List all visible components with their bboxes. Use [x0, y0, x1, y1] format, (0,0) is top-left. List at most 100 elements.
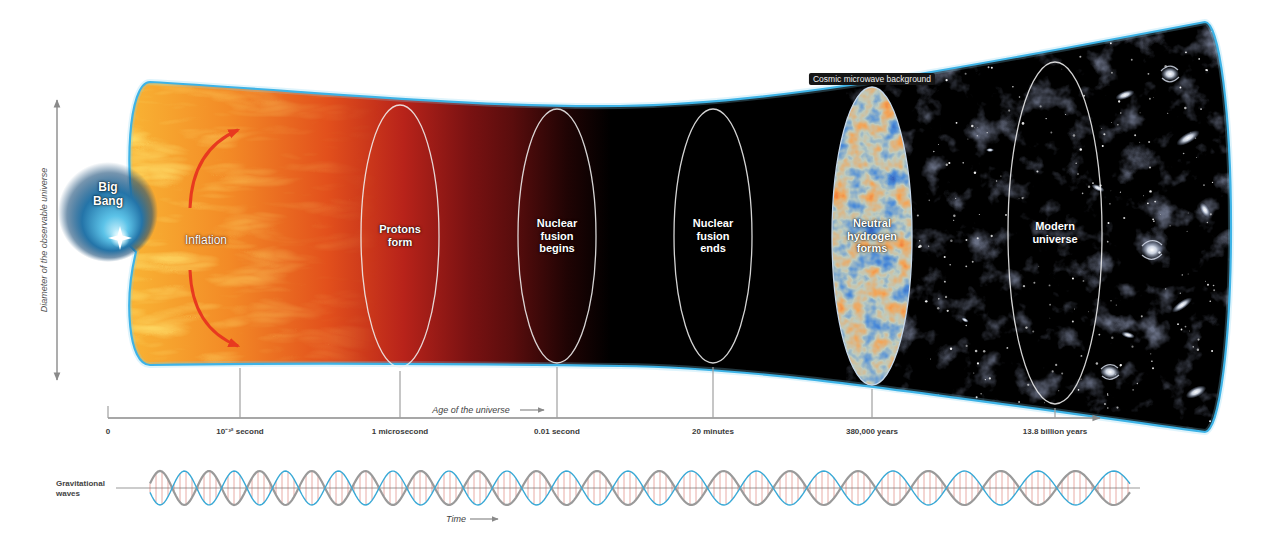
star-dot	[971, 125, 973, 127]
tick-line	[399, 371, 400, 418]
star-dot	[1018, 198, 1020, 200]
star-dot	[1065, 114, 1066, 115]
star-dot	[946, 163, 948, 165]
wave-hatch	[564, 472, 565, 505]
wave-hatch	[156, 473, 157, 502]
star-dot	[918, 246, 920, 248]
node-shape	[58, 162, 158, 262]
wave-hatch	[234, 471, 235, 505]
wave-hatch	[990, 478, 991, 498]
wave-hatch	[606, 478, 607, 499]
galaxy	[961, 316, 970, 323]
star-dot	[1185, 51, 1187, 53]
star-dot	[1083, 280, 1085, 282]
star-dot	[1076, 34, 1078, 36]
wave-hatch	[372, 476, 373, 501]
wave-hatch	[618, 479, 619, 497]
node-text-block: Nuclear fusion ends	[685, 217, 741, 255]
cmb-map	[832, 87, 912, 385]
wave-hatch	[456, 476, 457, 501]
wave-hatch	[510, 472, 511, 504]
event-label: Big Bang	[91, 181, 125, 209]
wave-hatch	[150, 484, 151, 493]
star-dot	[945, 79, 947, 81]
wave-hatch	[828, 472, 829, 503]
star-dot	[965, 239, 967, 241]
wave-label: Gravitational waves	[56, 479, 116, 498]
star-dot	[1000, 175, 1001, 176]
wave-hatch	[954, 478, 955, 499]
star-dot	[955, 28, 958, 31]
wave-hatch	[1080, 472, 1081, 504]
epoch-outline	[518, 109, 596, 363]
star-dot	[947, 310, 949, 312]
star-dot	[1083, 28, 1084, 29]
star-dot	[1093, 429, 1095, 431]
wave-hatch	[798, 476, 799, 501]
star-dot	[1027, 384, 1029, 386]
wave-hatch	[528, 477, 529, 498]
gravitational-waves	[150, 471, 1130, 505]
wave-hatch	[594, 472, 595, 504]
star-dot	[1193, 346, 1194, 347]
node-text-block: Neutral hydrogen forms	[843, 217, 901, 255]
star-dot	[1116, 304, 1117, 305]
node-shape	[673, 108, 753, 364]
wave-hatch	[1110, 472, 1111, 504]
star-dot	[1111, 72, 1113, 74]
wave-hatch	[588, 478, 589, 498]
star-dot	[991, 235, 993, 237]
tick-label: 20 minutes	[692, 427, 734, 437]
star-dot	[1030, 40, 1032, 42]
wave-hatch	[258, 471, 259, 504]
node-shape	[360, 104, 440, 368]
star-dot	[1213, 289, 1215, 291]
star-dot	[933, 151, 934, 152]
epoch-label: Modern universe	[1025, 220, 1085, 245]
star-dot	[1167, 113, 1168, 114]
galaxy	[986, 148, 994, 152]
star-dot	[1021, 197, 1023, 199]
star-dot	[1104, 403, 1106, 405]
heading-holder: Cosmic microwave background	[809, 73, 935, 85]
epoch-outline	[361, 105, 439, 367]
wave-hatch	[786, 472, 787, 504]
wave-hatch	[750, 474, 751, 502]
star-dot	[1109, 203, 1110, 204]
wave-hatch	[936, 475, 937, 502]
star-dot	[1123, 217, 1125, 219]
wave-hatch	[534, 472, 535, 505]
star-dot	[975, 350, 978, 353]
star-dot	[1082, 193, 1084, 195]
star-dot	[1061, 373, 1063, 375]
star-dot	[1211, 350, 1213, 352]
star-dot	[1049, 285, 1051, 287]
star-dot	[1165, 288, 1166, 289]
star-dot	[1149, 98, 1151, 100]
wave-hatch	[216, 477, 217, 499]
star-dot	[1036, 170, 1038, 172]
star-dot	[944, 281, 946, 283]
wave-hatch	[558, 477, 559, 498]
star-dot	[1143, 195, 1145, 197]
galaxy	[1120, 330, 1135, 339]
star-dot	[1061, 68, 1063, 70]
wave-hatch	[480, 471, 481, 504]
tick-label: 10⁻³² second	[216, 427, 263, 437]
wave-hatch	[720, 472, 721, 504]
epoch-outline	[1008, 62, 1102, 404]
epoch-outline	[674, 109, 752, 363]
star-dot	[1181, 329, 1183, 331]
big-bang-star	[108, 226, 132, 250]
galaxy	[1161, 67, 1179, 81]
wave-hatch	[162, 472, 163, 505]
star-dot	[949, 264, 950, 265]
star-dot	[1073, 134, 1075, 136]
star-dot	[1131, 346, 1133, 348]
star-dot	[1152, 218, 1154, 220]
star-dot	[938, 298, 940, 300]
label-holder: Inflation	[185, 233, 227, 247]
wave-hatch	[882, 479, 883, 498]
wave-hatch	[486, 477, 487, 498]
epoch-label: Nuclear fusion begins	[529, 217, 585, 255]
